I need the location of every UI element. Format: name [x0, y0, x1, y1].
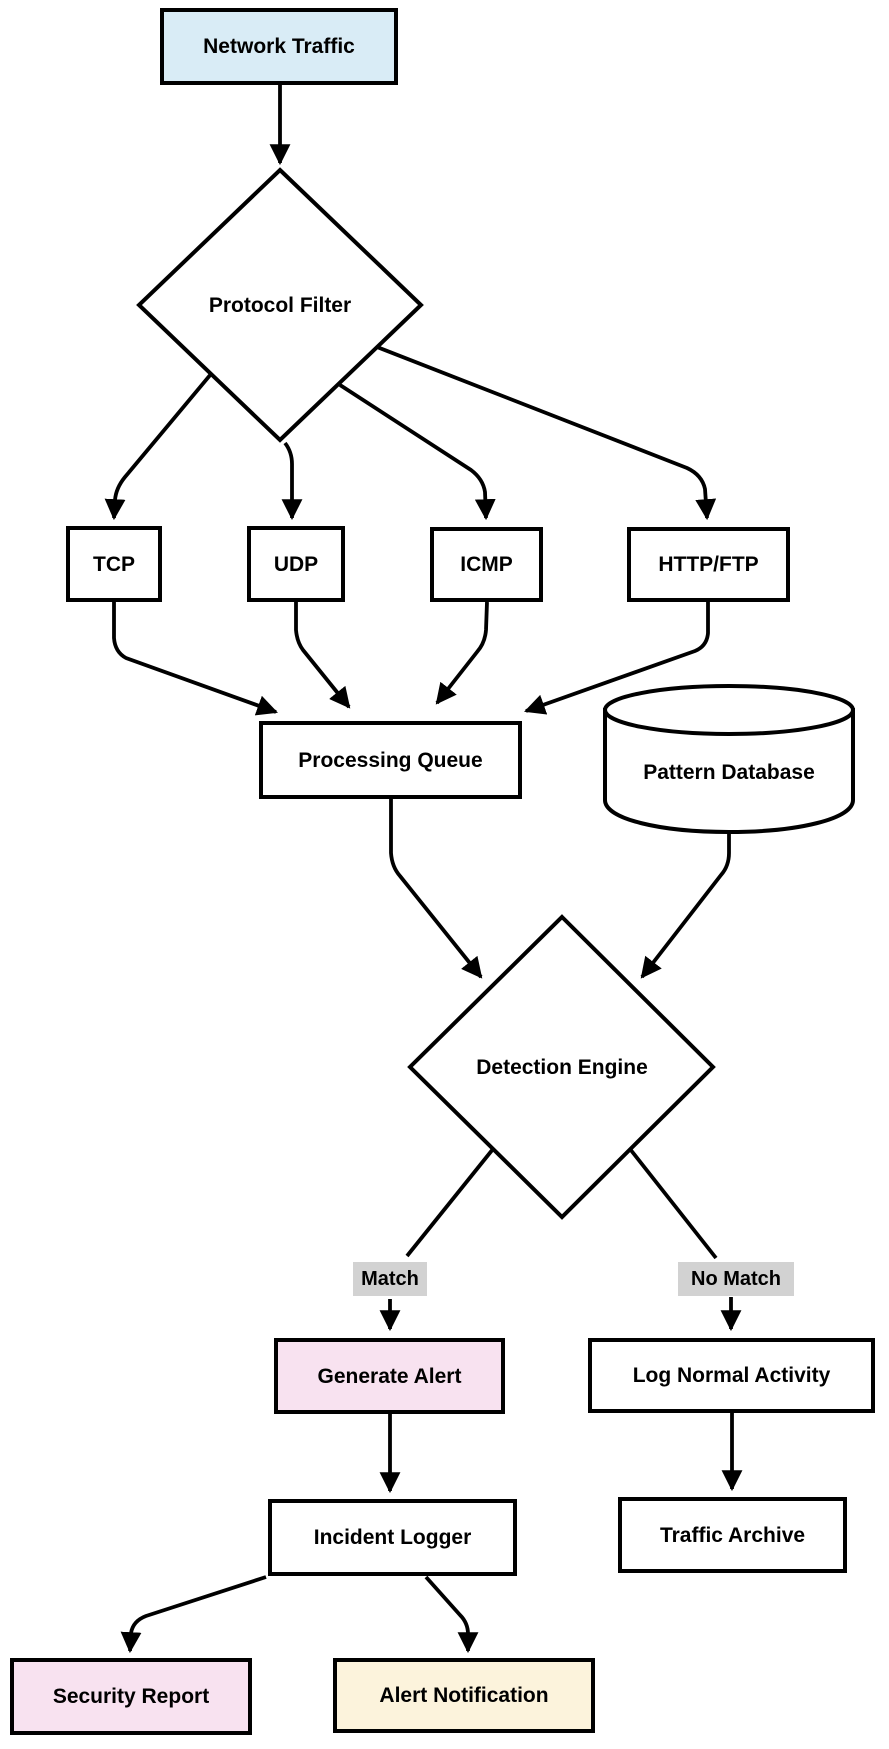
- edge-protocol-filter-to-http-ftp: [376, 345, 717, 521]
- node-network-traffic: Network Traffic: [160, 8, 398, 85]
- edge-detection-engine-to-no-match-label: [628, 1147, 718, 1260]
- node-detection-engine-label: Detection Engine: [476, 1055, 648, 1079]
- edge-udp-to-processing-queue: [294, 602, 351, 709]
- edge-processing-queue-to-detection-engine: [389, 799, 483, 979]
- node-tcp: TCP: [66, 526, 162, 602]
- node-traffic-archive: Traffic Archive: [618, 1497, 847, 1573]
- node-alert-notification: Alert Notification: [333, 1658, 595, 1733]
- edge-pattern-database-to-detection-engine: [640, 832, 731, 979]
- node-icmp: ICMP: [430, 527, 543, 602]
- edge-protocol-filter-to-udp: [281, 441, 303, 521]
- edge-incident-logger-to-security-report: [120, 1575, 267, 1654]
- branch-label-no-match: No Match: [678, 1262, 794, 1296]
- node-protocol-filter-label: Protocol Filter: [208, 293, 352, 317]
- node-processing-queue: Processing Queue: [259, 721, 522, 799]
- protocol-filter-diamond: [136, 167, 424, 443]
- node-security-report: Security Report: [10, 1658, 252, 1735]
- node-incident-logger: Incident Logger: [268, 1499, 517, 1576]
- edge-http-ftp-to-processing-queue: [524, 602, 710, 715]
- edge-protocol-filter-to-tcp: [104, 372, 213, 521]
- edge-protocol-filter-to-icmp: [338, 383, 496, 521]
- edge-tcp-to-processing-queue: [112, 602, 278, 716]
- edge-incident-logger-to-alert-notification: [424, 1575, 479, 1654]
- detection-engine-diamond: [407, 914, 716, 1220]
- node-udp: UDP: [247, 526, 345, 602]
- node-log-normal-activity: Log Normal Activity: [588, 1338, 875, 1413]
- node-pattern-database-label: Pattern Database: [643, 760, 815, 784]
- edge-detection-engine-to-match-label: [405, 1147, 495, 1258]
- node-http-ftp: HTTP/FTP: [627, 527, 790, 602]
- branch-label-match: Match: [353, 1262, 427, 1296]
- edge-icmp-to-processing-queue: [435, 601, 489, 705]
- pattern-database-cylinder-top: [603, 684, 855, 736]
- node-generate-alert: Generate Alert: [274, 1338, 505, 1414]
